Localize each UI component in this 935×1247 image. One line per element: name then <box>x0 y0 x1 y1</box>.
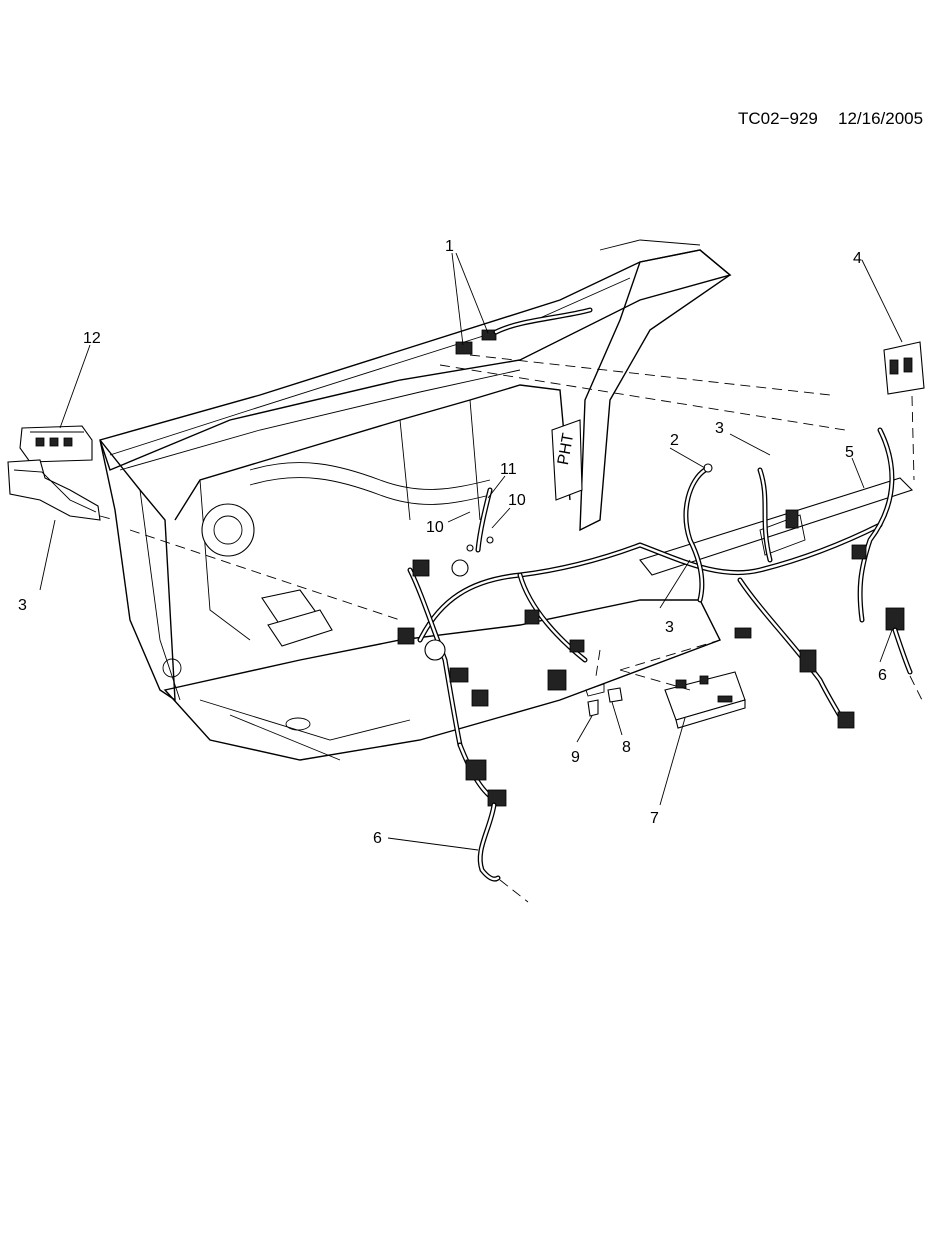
callout-8: 8 <box>622 739 631 756</box>
drawing-header: TC02−929 12/16/2005 <box>738 109 923 128</box>
callout-10-right: 10 <box>508 492 526 509</box>
part-7-module <box>619 639 746 729</box>
part-6-right-lead <box>885 607 923 701</box>
callout-5: 5 <box>845 444 854 461</box>
callout-4: 4 <box>853 250 862 267</box>
vehicle-body-structure: PHT <box>99 239 732 761</box>
leader-lines <box>39 252 903 851</box>
callout-12: 12 <box>83 330 101 347</box>
instrument-panel-bracket <box>551 419 583 501</box>
part-4-module <box>883 341 925 481</box>
instrument-panel-wiring-harness <box>397 427 895 807</box>
part-2-lead <box>683 463 713 603</box>
part-3-left-harness <box>7 459 116 521</box>
steering-column-opening <box>201 503 255 557</box>
alignment-lines <box>129 354 846 677</box>
part-8-pad <box>607 687 623 703</box>
part-11-harness <box>466 487 494 553</box>
part-6-lower-lead <box>477 802 529 903</box>
callout-7: 7 <box>650 810 659 827</box>
part-12-junction-block <box>19 425 93 463</box>
callout-2: 2 <box>670 432 679 449</box>
callout-6-right: 6 <box>878 667 887 684</box>
accelerator-pedal <box>267 609 333 647</box>
callout-labels: 1 2 3 3 3 4 5 6 6 7 8 9 10 10 11 12 <box>18 238 887 847</box>
part-9-fastener <box>585 683 605 717</box>
callout-6-lower: 6 <box>373 830 382 847</box>
bracket-marking: PHT <box>555 432 577 467</box>
callout-3-left: 3 <box>18 597 27 614</box>
drawing-date: 12/16/2005 <box>838 109 923 128</box>
callout-1: 1 <box>445 238 454 255</box>
callout-3-upper: 3 <box>715 420 724 437</box>
part-1-connectors <box>455 307 593 355</box>
callout-10-left: 10 <box>426 519 444 536</box>
callout-9: 9 <box>571 749 580 766</box>
callout-3-center: 3 <box>665 619 674 636</box>
callout-11: 11 <box>500 461 517 478</box>
drawing-code: TC02−929 <box>738 109 818 128</box>
